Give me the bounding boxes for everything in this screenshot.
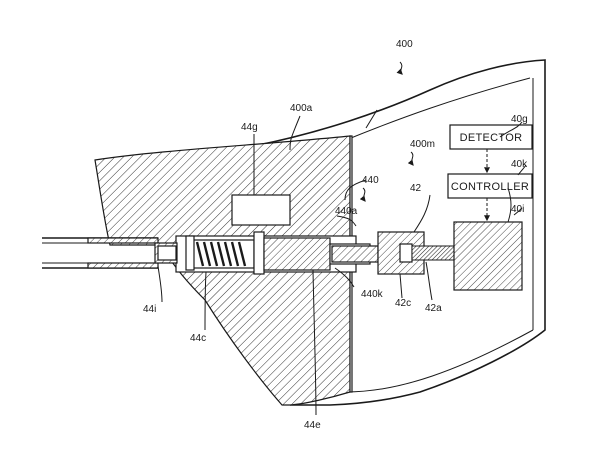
actuator xyxy=(377,221,523,291)
ref-piston: 44e xyxy=(304,420,321,431)
tip-nozzle xyxy=(42,237,178,269)
motor-block xyxy=(453,221,523,291)
ref-motor: 40i xyxy=(511,204,524,215)
ref-controller: 40k xyxy=(511,159,528,170)
spring-chamber xyxy=(185,231,265,275)
reference-labels: 400 400a 400m 44g 440 440a 42 440k 42c 4… xyxy=(143,39,528,431)
ref-assembly-end: 440k xyxy=(361,289,384,300)
ref-spring: 44c xyxy=(190,333,206,344)
detector-box: DETECTOR xyxy=(449,124,533,150)
ref-assembly-part: 440a xyxy=(335,206,358,217)
ref-tip: 44i xyxy=(143,304,156,315)
detector-label: DETECTOR xyxy=(460,132,523,144)
leader-lines xyxy=(157,109,527,416)
ref-top-block: 44g xyxy=(241,122,258,133)
piston xyxy=(263,237,379,271)
ref-housing: 400a xyxy=(290,103,313,114)
ref-device: 400 xyxy=(396,39,413,50)
ref-assembly: 440 xyxy=(362,175,379,186)
ref-chamber: 400m xyxy=(410,139,435,150)
spring xyxy=(195,241,247,267)
top-block xyxy=(231,194,291,226)
controller-label: CONTROLLER xyxy=(451,181,529,193)
ref-actuator: 42 xyxy=(410,183,422,194)
pointer-arrows xyxy=(359,61,414,202)
outer-housing xyxy=(231,59,546,406)
ref-detector: 40g xyxy=(511,114,528,125)
ref-actuator-rod: 42a xyxy=(425,303,442,314)
controller-box: CONTROLLER xyxy=(447,173,533,199)
ref-actuator-body: 42c xyxy=(395,298,411,309)
